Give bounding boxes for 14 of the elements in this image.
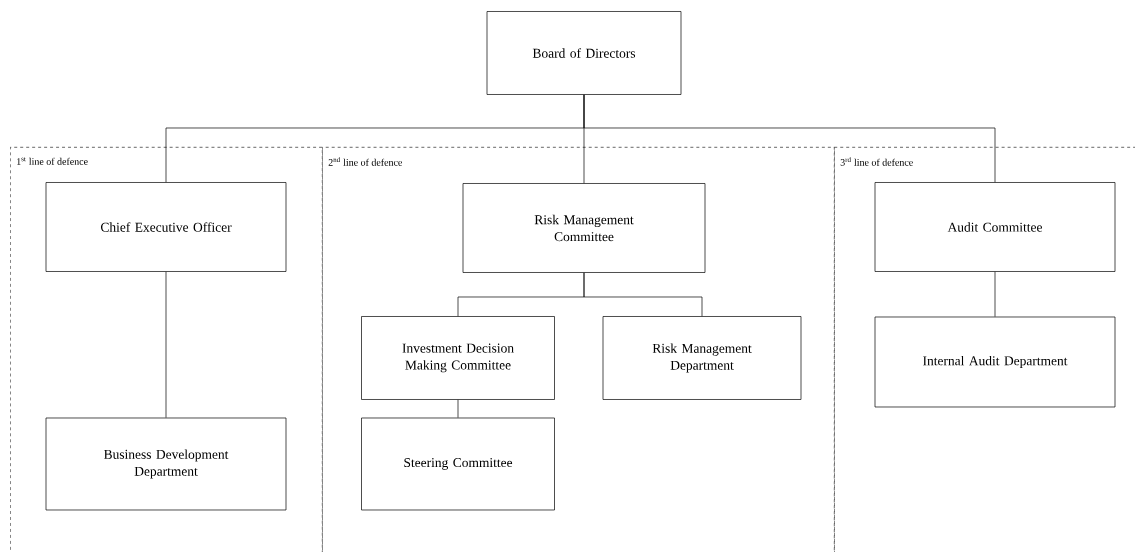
org-box: Risk Management Department [602,316,802,400]
org-box: Board of Directors [486,11,682,95]
connector-line [165,271,167,418]
org-box: Steering Committee [361,417,555,511]
org-box: Audit Committee [874,182,1116,272]
connector-line [994,271,996,317]
connector-line [583,272,703,317]
org-box: Business Development Department [45,417,287,511]
connector-line [457,399,459,418]
org-box: Chief Executive Officer [45,182,287,272]
org-box: Risk Management Committee [462,183,706,273]
org-box: Investment Decision Making Committee [361,316,555,400]
connector-line [583,94,996,183]
org-box: Internal Audit Department [874,316,1116,408]
